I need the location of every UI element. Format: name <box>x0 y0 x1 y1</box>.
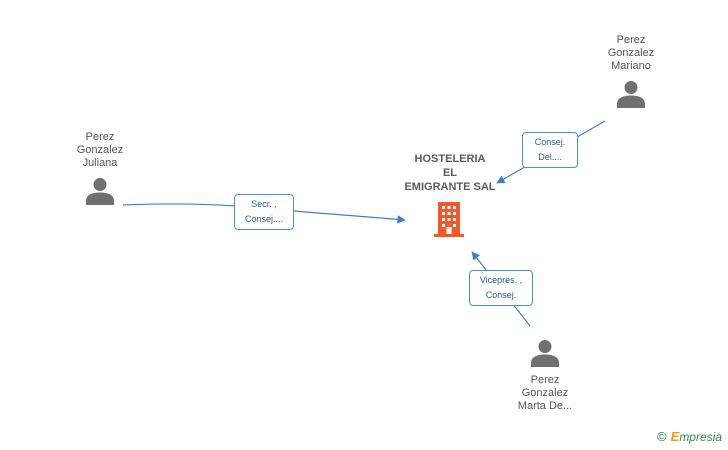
empresia-logo: © Empresia <box>657 429 722 444</box>
person-name: Perez Gonzalez Marta De... <box>517 374 573 412</box>
person-node-mariano[interactable]: Perez Gonzalez Mariano <box>586 34 676 109</box>
brand-wordmark: Empresia <box>670 429 722 444</box>
building-icon <box>434 202 464 237</box>
copyright-icon: © <box>657 429 667 444</box>
company-name: HOSTELERIA EL EMIGRANTE SAL <box>404 153 496 193</box>
relation-label-juliana[interactable]: Secr. , Consej.... <box>234 194 294 230</box>
relation-label-marta[interactable]: Vicepres. , Consej. <box>469 270 533 306</box>
person-icon <box>531 340 559 367</box>
person-node-juliana[interactable]: Perez Gonzalez Juliana <box>55 131 145 206</box>
person-node-marta[interactable]: Perez Gonzalez Marta De... <box>500 338 590 413</box>
person-icon <box>86 178 114 205</box>
person-icon <box>617 81 645 108</box>
relation-label-mariano[interactable]: Consej. Del.... <box>522 132 578 168</box>
person-name: Perez Gonzalez Mariano <box>607 34 655 72</box>
person-name: Perez Gonzalez Juliana <box>76 131 124 169</box>
company-node[interactable]: HOSTELERIA EL EMIGRANTE SAL <box>390 152 510 240</box>
